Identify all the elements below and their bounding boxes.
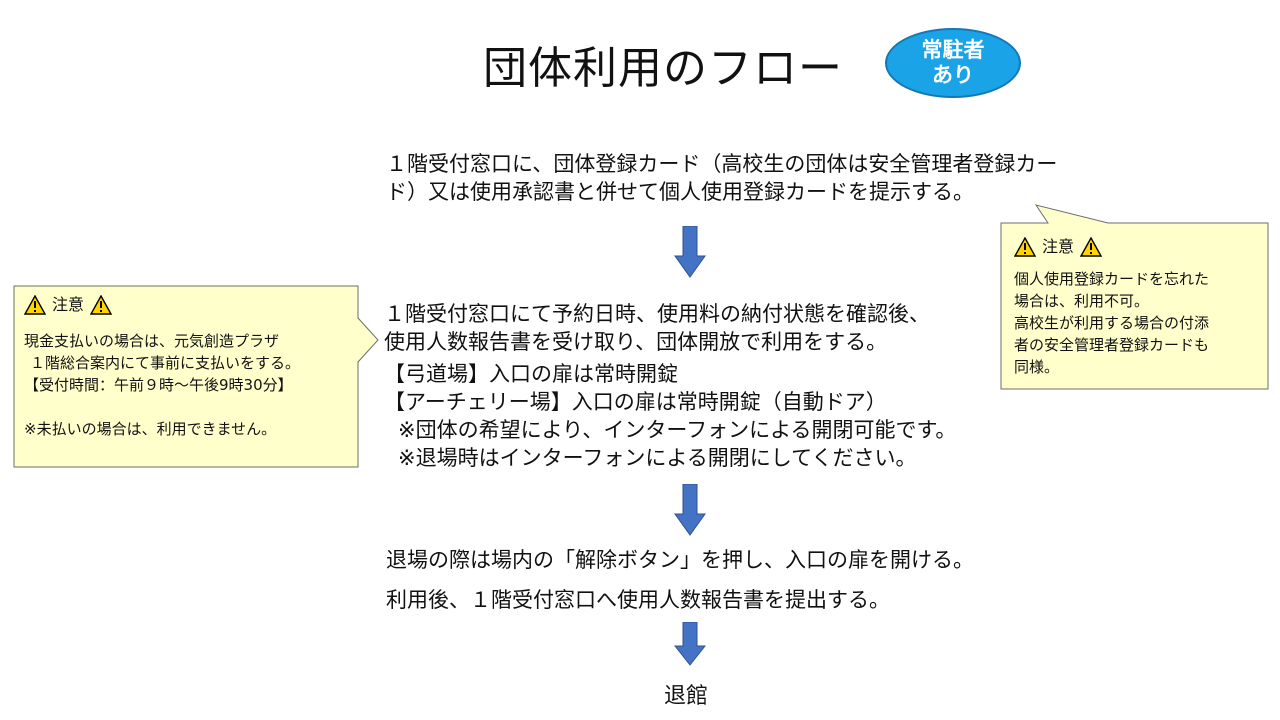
down-arrow-icon — [674, 622, 706, 666]
warning-icon — [1014, 237, 1036, 257]
flow-step-2: １階受付窓口にて予約日時、使用料の納付状態を確認後、 使用人数報告書を受け取り、… — [384, 300, 956, 472]
resident-staff-badge: 常駐者 あり — [885, 28, 1021, 98]
callout-heading-text: 注意 — [52, 295, 85, 314]
callout-line: 者の安全管理者登録カードも — [1014, 336, 1210, 354]
page-title: 団体利用のフロー — [483, 43, 843, 94]
facility-notes: 【弓道場】入口の扉は常時開錠 【アーチェリー場】入口の扉は常時開錠（自動ドア） … — [384, 360, 956, 472]
step2-line: １階受付窓口にて予約日時、使用料の納付状態を確認後、 — [384, 302, 930, 326]
step2-line: 使用人数報告書を受け取り、団体開放で利用をする。 — [384, 330, 888, 354]
warning-icon — [90, 295, 113, 315]
flow-step-3: 退場の際は場内の「解除ボタン」を押し、入口の扉を開ける。 — [386, 548, 974, 572]
callout-line: 個人使用登録カードを忘れた — [1014, 270, 1210, 288]
flow-end-exit: 退館 — [664, 684, 709, 709]
left-callout-shape — [13, 285, 379, 468]
archery-note: 【アーチェリー場】入口の扉は常時開錠（自動ドア） — [384, 390, 887, 414]
intercom-note: ※団体の希望により、インターフォンによる開閉可能です。 — [398, 418, 957, 442]
warning-icon — [24, 295, 46, 315]
callout-line — [24, 396, 300, 418]
right-callout-shape — [1000, 204, 1269, 390]
badge-line-2: あり — [932, 63, 974, 87]
callout-line: １階総合案内にて事前に支払いをする。 — [30, 354, 301, 372]
callout-line: 場合は、利用不可。 — [1014, 292, 1150, 310]
flow-step-1: １階受付窓口に、団体登録カード（高校生の団体は安全管理者登録カード）又は使用承認… — [386, 152, 1058, 204]
callout-heading-text: 注意 — [1042, 237, 1075, 256]
exit-intercom-note: ※退場時はインターフォンによる開閉にしてください。 — [398, 446, 917, 470]
callout-line: ※未払いの場合は、利用できません。 — [24, 420, 277, 438]
callout-heading: 注意 — [24, 294, 300, 316]
callout-line: 同様。 — [1014, 358, 1060, 376]
down-arrow-icon — [674, 484, 706, 536]
callout-line: 高校生が利用する場合の付添 — [1014, 314, 1210, 332]
down-arrow-icon — [674, 226, 706, 278]
callout-heading: 注意 — [1014, 236, 1209, 258]
badge-line-1: 常駐者 — [921, 38, 985, 62]
kyudo-note: 【弓道場】入口の扉は常時開錠 — [384, 362, 678, 386]
callout-line: 現金支払いの場合は、元気創造プラザ — [24, 332, 280, 350]
flow-step-4: 利用後、１階受付窓口へ使用人数報告書を提出する。 — [386, 588, 890, 612]
right-caution-callout: 注意 個人使用登録カードを忘れた 場合は、利用不可。 高校生が利用する場合の付添… — [1014, 236, 1209, 378]
left-caution-callout: 注意 現金支払いの場合は、元気創造プラザ １階総合案内にて事前に支払いをする。 … — [24, 294, 300, 440]
warning-icon — [1080, 237, 1103, 257]
callout-line: 【受付時間：午前９時～午後9時30分】 — [24, 376, 293, 394]
